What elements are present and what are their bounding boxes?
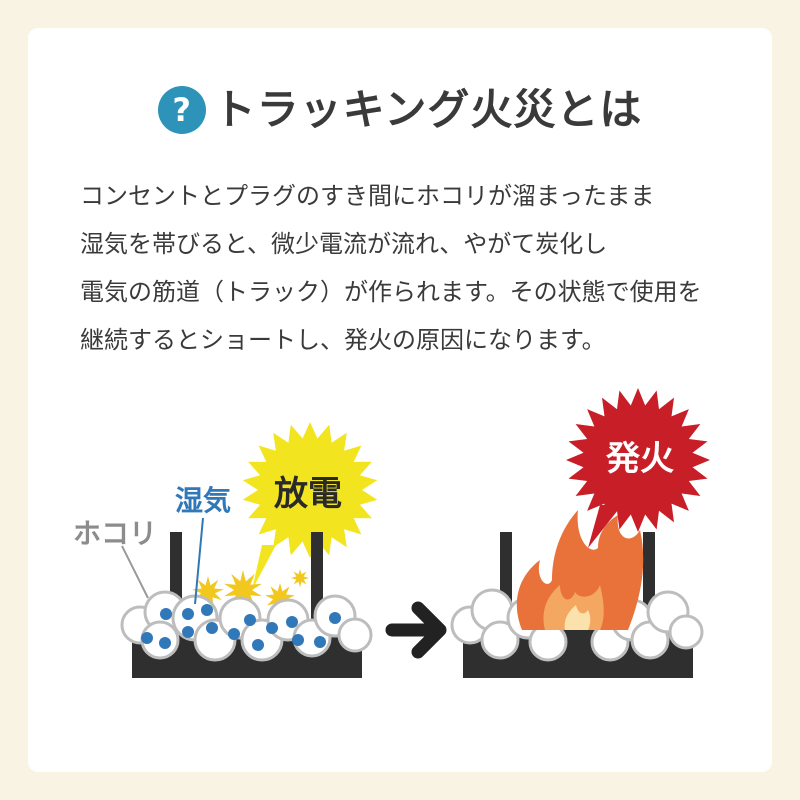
moisture-droplets xyxy=(141,604,341,651)
description-line-2: 湿気を帯びると、微少電流が流れ、やがて炭化し xyxy=(80,230,608,258)
moisture-pointer xyxy=(194,517,204,605)
page-title: トラッキング火災とは xyxy=(213,85,643,134)
ignition-pointer xyxy=(588,505,622,548)
dust-pointer xyxy=(121,545,149,599)
spark-group xyxy=(192,569,309,613)
title-row: ? トラッキング火災とは xyxy=(0,82,800,138)
dust-label: ホコリ xyxy=(73,517,157,550)
description-line-1: コンセントとプラグのすき間にホコリが溜まったまま xyxy=(80,182,655,210)
ignition-burst-icon xyxy=(566,388,710,532)
arrow-right-icon xyxy=(385,601,447,659)
discharge-burst-icon xyxy=(242,422,378,558)
question-icon: ? xyxy=(157,86,206,134)
discharge-pointer xyxy=(252,545,276,590)
ignition-label: 発火 xyxy=(606,439,674,479)
flame-core xyxy=(564,605,591,630)
description: コンセントとプラグのすき間にホコリが溜まったまま 湿気を帯びると、微少電流が流れ… xyxy=(80,172,740,364)
moisture-label: 湿気 xyxy=(175,484,231,517)
description-line-4: 継続するとショートし、発火の原因になります。 xyxy=(80,326,606,354)
discharge-label: 放電 xyxy=(274,474,342,514)
description-line-3: 電気の筋道（トラック）が作られます。その状態で使用を xyxy=(80,278,702,306)
